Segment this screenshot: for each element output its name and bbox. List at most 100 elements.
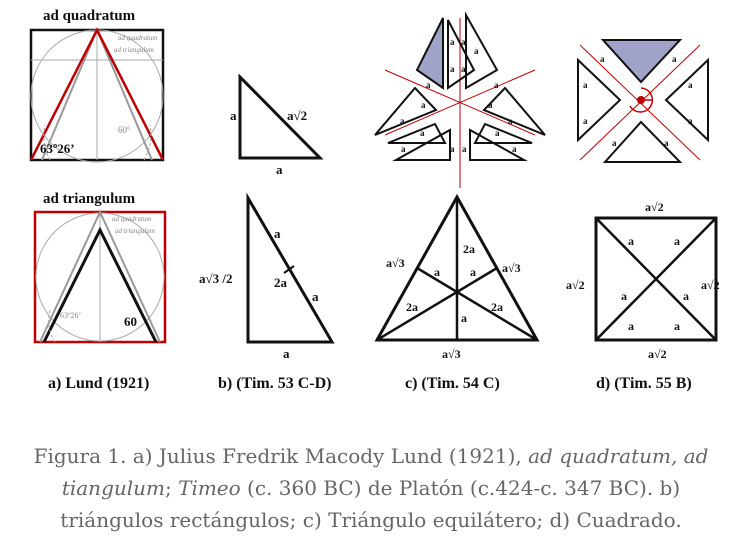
shaded-half-triangle <box>415 17 444 90</box>
label-a: a <box>628 234 634 248</box>
side-a-right: a <box>312 289 319 304</box>
svg-text:a: a <box>495 128 500 138</box>
black-triangle <box>42 226 158 343</box>
svg-text:a: a <box>420 128 425 138</box>
ad-quadratum-note: ad quadratum <box>112 215 151 223</box>
svg-text:a: a <box>450 64 455 74</box>
panel-b-bottom: a√3 /2 a 2a a a <box>199 192 335 361</box>
panel-a-bottom-title: ad triangulum <box>43 191 136 207</box>
label-bottom: a√2 <box>648 347 667 361</box>
half-triangle <box>482 86 546 136</box>
label-a-sqrt3-bottom: a√3 <box>442 347 461 361</box>
panel-c-bottom: a√3 a√3 2a 2a 2a a a a a√3 <box>374 193 540 361</box>
svg-text:a: a <box>672 54 677 64</box>
panel-a-top-title: ad quadratum <box>43 8 136 24</box>
caption-italic: ad tiangulum <box>61 444 709 500</box>
half-triangle <box>447 19 476 90</box>
svg-text:a: a <box>488 100 493 110</box>
svg-text:a: a <box>512 144 517 154</box>
svg-text:a: a <box>400 116 405 126</box>
ad-triangulum-note: ad triangulum <box>115 227 155 235</box>
triangle-bottom <box>602 120 683 163</box>
angle-arc <box>43 124 51 161</box>
half-triangle <box>374 86 438 136</box>
label-2a-top: 2a <box>463 242 475 256</box>
side-height: a√3 /2 <box>199 271 233 286</box>
label-2a-right: 2a <box>491 300 503 314</box>
midpoint-tick <box>283 265 295 274</box>
altitude <box>416 266 538 342</box>
svg-text:a: a <box>688 116 693 126</box>
svg-text:a: a <box>612 138 617 148</box>
label-left: a√2 <box>566 278 585 292</box>
ad-quadratum-note: ad quadratum <box>118 34 157 42</box>
label-a-bottom: a <box>461 311 467 325</box>
label-top: a√2 <box>645 200 664 214</box>
ad-triangulum-note: ad triangulum <box>114 46 154 54</box>
side-a-bottom: a <box>283 346 290 361</box>
side-hypotenuse: a√2 <box>287 108 307 123</box>
svg-text:a: a <box>600 54 605 64</box>
caption-part: Figura 1. a) Julius Fredrik Macody Lund … <box>33 444 529 468</box>
panel-b-top: a a√2 a <box>230 73 324 177</box>
label-a: a <box>674 234 680 248</box>
grey-triangle <box>39 209 161 343</box>
diagonal <box>595 217 717 341</box>
triangle-right <box>664 57 709 143</box>
right-isosceles-triangle <box>238 73 324 160</box>
svg-text:a: a <box>461 37 466 47</box>
side-2a: 2a <box>274 275 288 290</box>
svg-text:a: a <box>426 80 431 90</box>
label-a: a <box>628 319 634 333</box>
svg-text:a: a <box>421 100 426 110</box>
panel-a-top: ad quadratum 63º26’ 60° ad quadratum ad … <box>29 8 165 163</box>
label-a: a <box>674 319 680 333</box>
side-a-bottom: a <box>276 162 283 177</box>
row-label-c: c) (Tim. 54 C) <box>405 375 500 392</box>
panel-a-bottom: ad triangulum 63º26’ 60 ad quadratum ad … <box>33 191 167 344</box>
svg-text:a: a <box>508 116 513 126</box>
half-triangle <box>387 122 447 144</box>
side-a-top: a <box>274 226 281 241</box>
caption-part: ; <box>165 476 179 500</box>
row-label-d: d) (Tim. 55 B) <box>596 375 692 392</box>
label-a-left: a <box>434 265 440 279</box>
caption-part: (c. 360 BC) de Platón (c.424-c. 347 BC).… <box>60 476 682 532</box>
svg-text:a: a <box>583 80 588 90</box>
svg-text:a: a <box>401 144 406 154</box>
svg-text:a: a <box>462 144 467 154</box>
svg-text:a: a <box>450 37 455 47</box>
label-a-sqrt3-left: a√3 <box>386 256 405 270</box>
angle-arc <box>143 124 152 161</box>
triangle-left <box>577 57 622 143</box>
label-a-right: a <box>470 265 476 279</box>
svg-text:a: a <box>494 80 499 90</box>
side-a-left: a <box>230 108 237 123</box>
caption-italic: Timeo <box>178 476 241 500</box>
shaded-triangle <box>600 39 683 84</box>
svg-text:a: a <box>450 144 455 154</box>
row-label-b: b) (Tim. 53 C-D) <box>218 375 331 392</box>
figure-canvas: ad quadratum 63º26’ 60° ad quadratum ad … <box>29 8 720 392</box>
svg-text:a: a <box>474 46 479 56</box>
label-right: a√2 <box>701 278 720 292</box>
svg-text:a: a <box>688 80 693 90</box>
angle-small-label: 60° <box>118 125 131 135</box>
rotation-arrow <box>629 87 654 113</box>
altitude <box>376 266 498 342</box>
angle-label: 63º26’ <box>60 311 81 320</box>
label-a-sqrt3-right: a√3 <box>502 261 521 275</box>
panel-d-bottom: a√2 a√2 a√2 a√2 a a a a a a <box>566 200 720 361</box>
angle-60-label: 60 <box>124 314 137 329</box>
angle-label: 63º26’ <box>40 141 75 156</box>
svg-text:a: a <box>461 64 466 74</box>
angle-arc <box>48 309 56 343</box>
svg-text:a: a <box>583 116 588 126</box>
row-label-a: a) Lund (1921) <box>48 375 149 392</box>
caption-italic: ad quadratum, <box>528 444 678 468</box>
half-triangle <box>392 128 451 161</box>
